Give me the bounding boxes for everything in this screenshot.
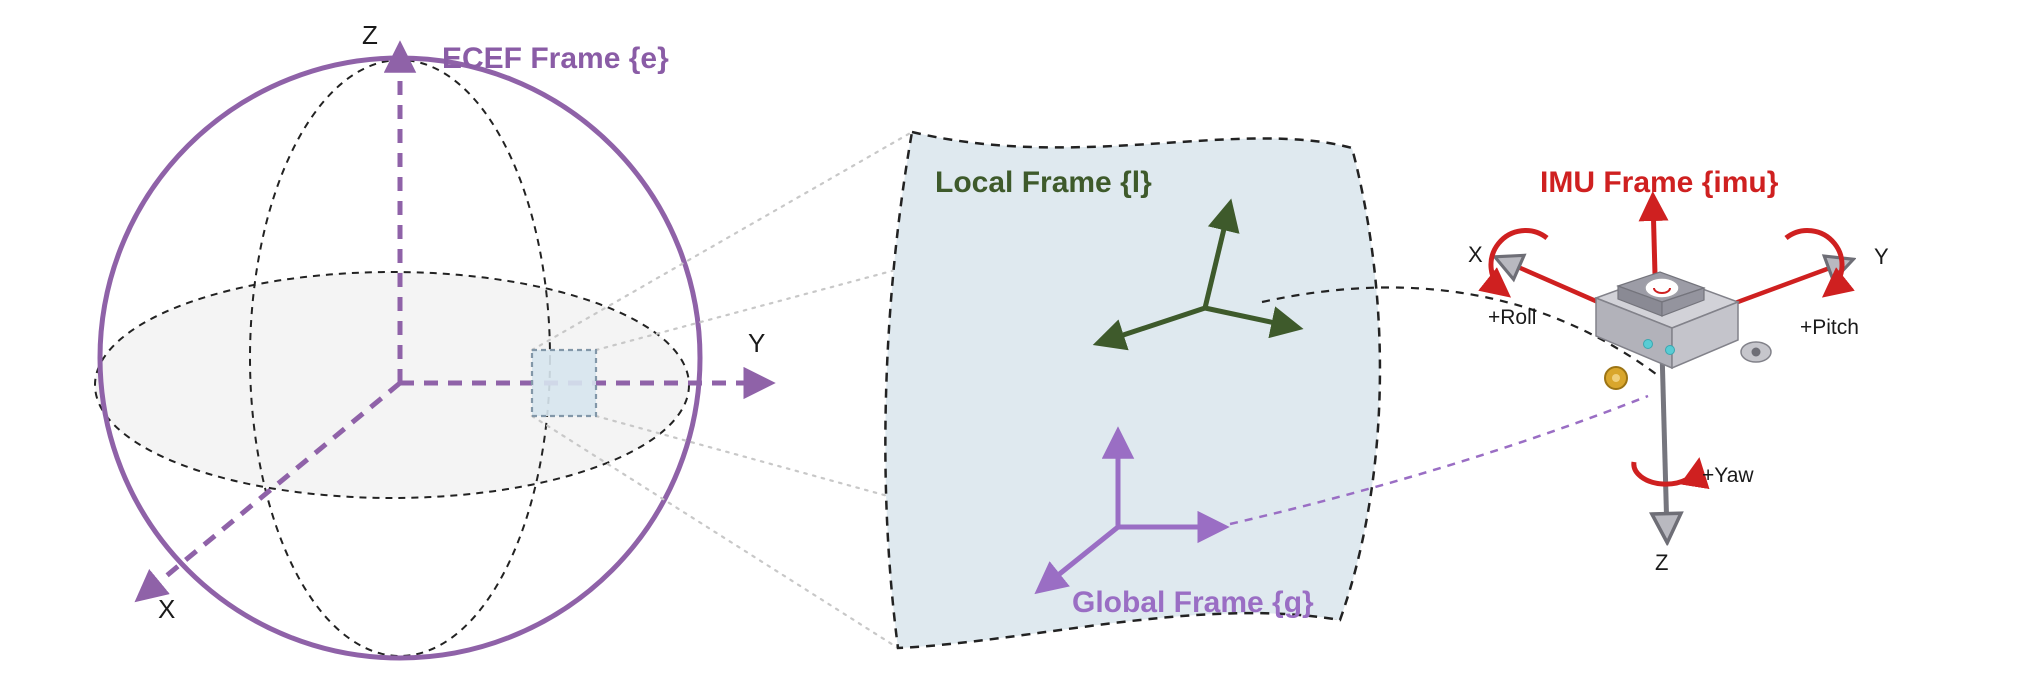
global-frame-title: Global Frame {g} [1072,586,1314,619]
imu-body-right-face [1671,300,1739,370]
imu-led-dot-1 [1643,339,1653,349]
local-global-patch-group: Local Frame {l} Global Frame {g} [884,130,1382,650]
callout-line-bottom-left [530,414,900,650]
local-axis-up [1202,198,1240,309]
pitch-arrow [1784,227,1855,298]
connector-local-to-imu [1261,286,1657,375]
local-frame-title: Local Frame {l} [935,166,1152,199]
surface-patch [884,130,1382,650]
local-axis-left [1092,305,1206,351]
imu-block-right [1661,287,1705,317]
imu-z-axis [1662,349,1667,534]
ecef-z-label: Z [362,20,378,50]
connector-global-to-imu [1229,394,1649,526]
imu-frame-title: IMU Frame {imu} [1540,166,1779,199]
pitch-label: +Pitch [1800,316,1859,339]
ecef-y-label: Y [748,328,765,358]
imu-frame-group: X Y Z +Roll +Pitch +Yaw IMU Frame {imu} [1468,166,1889,575]
global-axis-down-left [1034,525,1120,595]
roll-arrow [1478,227,1549,298]
imu-device [1593,271,1772,390]
yaw-arrow [1631,457,1710,490]
sphere-region-square [530,348,598,418]
imu-z-label: Z [1655,550,1668,575]
ecef-frame-group: Z Y X ECEF Frame {e} [94,20,776,661]
yaw-label: +Yaw [1702,464,1754,487]
local-frame-triad [1092,198,1304,351]
imu-sticker [1644,277,1680,299]
roll-label: +Roll [1488,306,1536,329]
ecef-frame-title: ECEF Frame {e} [442,42,669,75]
imu-y-label: Y [1874,244,1889,269]
callout-line-top-left [530,130,914,352]
ecef-x-label: X [158,594,175,624]
imu-sticker-mark [1653,287,1671,294]
local-axis-right [1204,305,1304,339]
imu-mounting-hole [1751,347,1761,357]
callout-line-bottom-right [594,414,1342,622]
imu-gold-connector-pin [1612,374,1620,382]
global-frame-triad [1034,426,1230,595]
callout-lines [530,130,1354,650]
imu-x-label: X [1468,242,1483,267]
ecef-x-axis [134,381,402,603]
imu-led-dot-2 [1665,345,1675,355]
